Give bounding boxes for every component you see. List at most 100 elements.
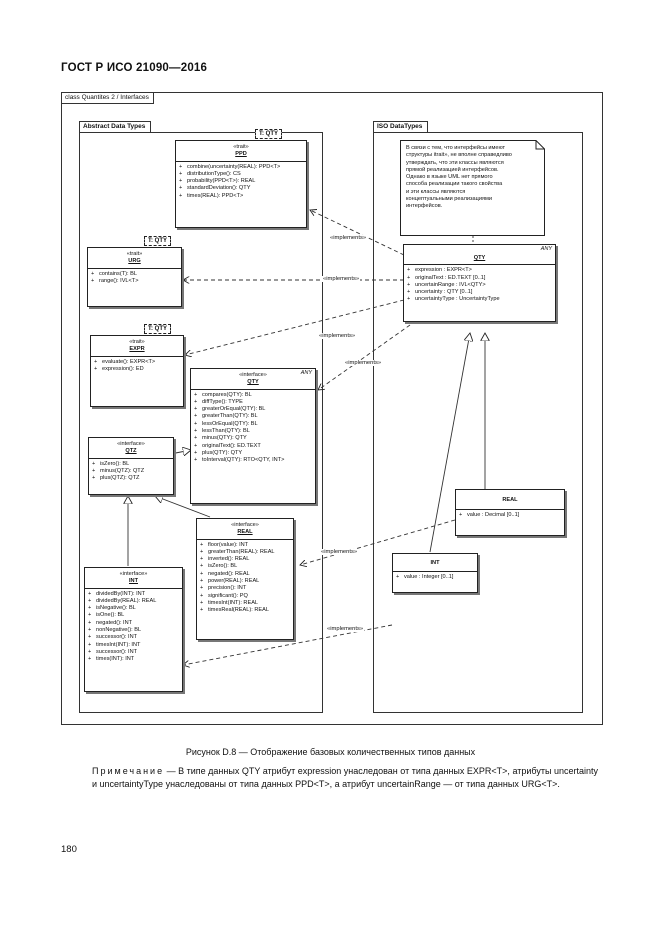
visibility-marker: + <box>459 512 463 519</box>
attribute-text: greaterThan(REAL): REAL <box>208 548 275 555</box>
attribute-text: originalText : ED.TEXT [0..1] <box>415 274 486 281</box>
class-attribute: +diffType(): TYPE <box>194 399 312 406</box>
visibility-marker: + <box>200 541 204 548</box>
int-iso-attrs: +value : Integer [0..1] <box>393 572 477 583</box>
visibility-marker: + <box>200 607 204 614</box>
class-attribute: +standardDeviation(): QTY <box>179 185 303 192</box>
class-attribute: +isOne(): BL <box>88 612 179 619</box>
attribute-text: precision(): INT <box>208 585 247 592</box>
class-attribute: + negated(): INT <box>88 620 179 627</box>
document-header: ГОСТ Р ИСО 21090—2016 <box>61 62 208 74</box>
attribute-text: isNegative(): BL <box>96 605 136 612</box>
visibility-marker: + <box>88 627 92 634</box>
attribute-text: negated(): REAL <box>208 570 250 577</box>
attribute-text: times(INT): INT <box>96 656 135 663</box>
qty-abstract-any: ANY <box>300 370 312 376</box>
diagram-frame-title: class Quantites 2 / Interfaces <box>62 93 154 104</box>
class-attribute: +combine(uncertainty(REAL): PPD<T> <box>179 164 303 171</box>
page-number: 180 <box>61 844 77 855</box>
class-attribute: +uncertaintyType : UncertaintyType <box>407 296 552 303</box>
visibility-marker: + <box>88 634 92 641</box>
class-attribute: +isZero(): BL <box>200 563 290 570</box>
attribute-text: combine(uncertainty(REAL): PPD<T> <box>187 163 281 170</box>
attribute-text: evaluate(): EXPR<T> <box>102 358 156 365</box>
class-attribute: +range(): IVL<T> <box>91 278 178 285</box>
class-attribute: +distributionType(): CS <box>179 171 303 178</box>
class-attribute: +nonNegative(): BL <box>88 627 179 634</box>
class-attribute: +timesInt(INT): REAL <box>200 600 290 607</box>
generalization-real-qtz <box>155 496 211 518</box>
figure-caption: Рисунок D.8 — Отображение базовых количе… <box>185 747 476 757</box>
template-param-expr: T: QTY <box>144 324 171 334</box>
class-attribute: + times(INT): INT <box>88 656 179 663</box>
visibility-marker: + <box>407 281 411 288</box>
template-param-urg: T: QTY <box>144 236 171 246</box>
real-abstract-stereotype: «interface» <box>231 522 259 528</box>
class-attribute: +value : Integer [0..1] <box>396 574 474 581</box>
class-real-abstract: «interface»REAL +floor(value): INT+great… <box>196 518 294 640</box>
attribute-text: greaterThan(QTY): BL <box>202 413 258 420</box>
attribute-text: minus(QTZ): QTZ <box>100 467 145 474</box>
int-abstract-attrs: +dividedBy(INT): INT+dividedBy(REAL): RE… <box>85 589 182 666</box>
class-attribute: +timesReal(REAL): REAL <box>200 607 290 614</box>
real-iso-name: REAL <box>502 497 518 503</box>
class-attribute: +inverted(): REAL <box>200 556 290 563</box>
realization-real <box>300 519 456 565</box>
attribute-text: distributionType(): CS <box>187 170 241 177</box>
class-attribute: +greaterOrEqual(QTY): BL <box>194 406 312 413</box>
class-attribute: +minus(QTY): QTY <box>194 435 312 442</box>
realization-qty-ppd <box>310 210 405 256</box>
attribute-text: originalText(): ED.TEXT <box>202 442 261 449</box>
note-line: концептуальными реализациями <box>406 196 492 203</box>
note-paragraph-text: — В типе данных QTY атрибут expression у… <box>92 766 598 789</box>
attribute-text: compares(QTY): BL <box>202 391 252 398</box>
class-attribute: + value : Decimal [0..1] <box>459 512 561 519</box>
attribute-text: toInterval(QTY): RTO<QTY, INT> <box>202 457 285 464</box>
visibility-marker: + <box>94 358 98 365</box>
attribute-text: value : Decimal [0..1] <box>467 512 520 519</box>
class-attribute: +times(REAL): PPD<T> <box>179 193 303 200</box>
attribute-text: lessOrEqual(QTY): BL <box>202 420 258 427</box>
attribute-text: probability(PPD<T>): REAL <box>187 178 256 185</box>
note-paragraph-label: Примечание <box>92 766 165 776</box>
note-line: Однако в языке UML нет прямого <box>406 174 493 181</box>
visibility-marker: + <box>88 619 92 626</box>
attribute-text: successor(): INT <box>96 648 138 655</box>
ppd-name: PPD <box>235 151 247 158</box>
class-attribute: +originalText : ED.TEXT [0..1] <box>407 275 552 282</box>
note-paragraph: Примечание — В типе данных QTY атрибут e… <box>92 765 598 790</box>
class-attribute: + originalText(): ED.TEXT <box>194 443 312 450</box>
visibility-marker: + <box>88 656 92 663</box>
attribute-text: times(REAL): PPD<T> <box>187 192 244 199</box>
int-abstract-name: INT <box>128 578 138 585</box>
visibility-marker: + <box>194 435 198 442</box>
qty-iso-attrs: +expression : EXPR<T>+originalText : ED.… <box>404 265 555 305</box>
attribute-text: diffType(): TYPE <box>202 398 243 405</box>
visibility-marker: + <box>194 442 198 449</box>
qty-abstract-attrs: +compares(QTY): BL+diffType(): TYPE+grea… <box>191 390 315 467</box>
visibility-marker: + <box>194 428 198 435</box>
real-iso-attrs: + value : Decimal [0..1] <box>456 510 564 521</box>
visibility-marker: + <box>194 420 198 427</box>
note-line: структуры itrait», не вполне справедливо <box>406 152 512 159</box>
qty-iso-any: ANY <box>540 246 552 252</box>
attribute-text: uncertaintyType : UncertaintyType <box>415 296 500 303</box>
attribute-text: isOne(): BL <box>96 612 125 619</box>
attribute-text: range(): IVL<T> <box>99 277 139 284</box>
attribute-text: lessThan(QTY): BL <box>202 428 250 435</box>
class-attribute: +greaterThan(REAL): REAL <box>200 549 290 556</box>
class-int-iso: INT +value : Integer [0..1] <box>392 553 478 593</box>
implements-label-int: «implements» <box>326 626 365 632</box>
attribute-text: isZero(): BL <box>100 460 130 467</box>
class-attribute: +successor(): INT <box>88 634 179 641</box>
class-attribute: + evaluate(): EXPR<T> <box>94 359 180 366</box>
attribute-text: plus(QTZ): QTZ <box>100 475 140 482</box>
visibility-marker: + <box>200 578 204 585</box>
class-attribute: +uncertainty : QTY [0..1] <box>407 289 552 296</box>
visibility-marker: + <box>179 178 183 185</box>
attribute-text: negated(): INT <box>96 619 133 626</box>
class-attribute: +isZero(): BL <box>92 461 170 468</box>
